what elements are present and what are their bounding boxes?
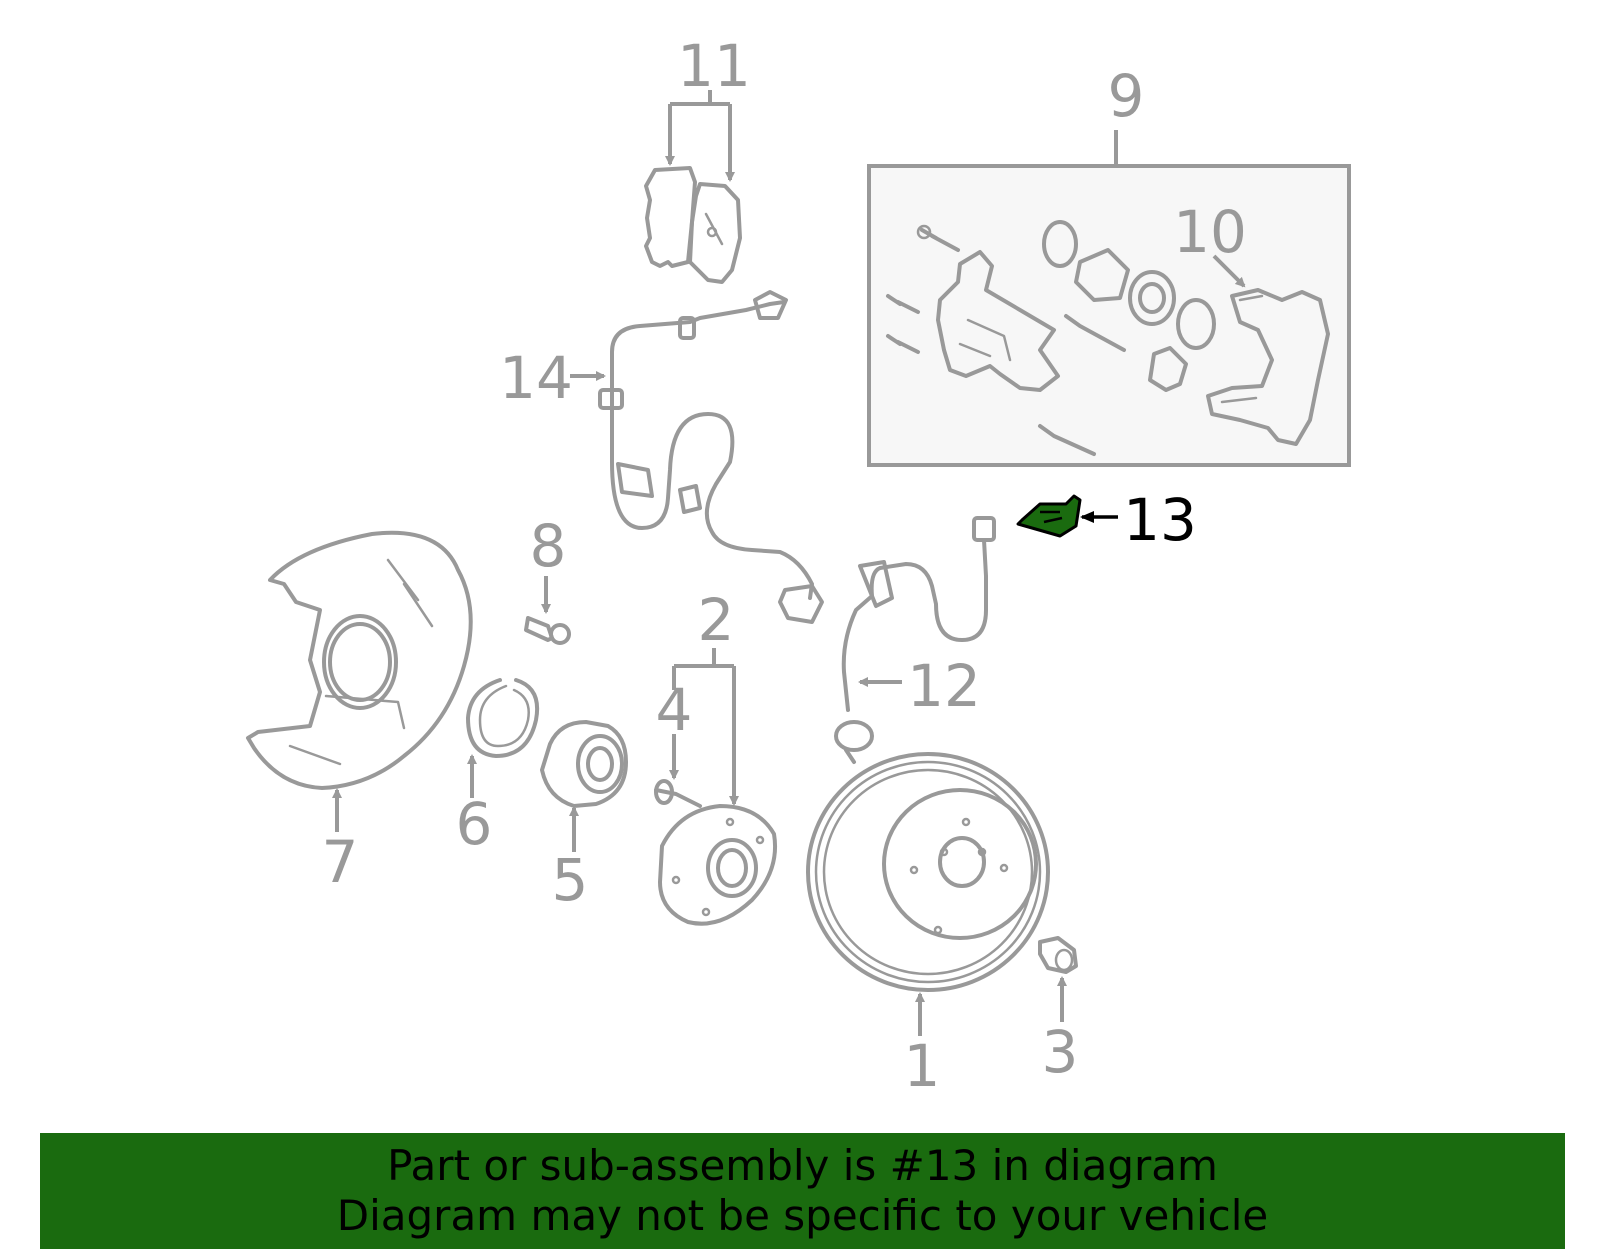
bolt-part-8 <box>524 616 571 645</box>
callout-1: 1 <box>904 1032 941 1100</box>
brake-pads-part <box>644 166 742 284</box>
brake-hose-part <box>834 516 996 764</box>
dust-shield-part <box>246 530 473 790</box>
callout-11: 11 <box>677 32 751 100</box>
callout-7: 7 <box>322 828 359 896</box>
snap-ring-part <box>466 678 539 758</box>
hub-bolt-part <box>654 779 702 808</box>
callout-12: 12 <box>907 652 981 720</box>
callout-10: 10 <box>1173 198 1247 266</box>
caliper-assembly-box <box>867 130 1351 467</box>
callout-13: 13 <box>1123 486 1197 554</box>
leader-lines <box>332 90 1067 1036</box>
callout-6: 6 <box>456 790 493 858</box>
callout-14: 14 <box>499 344 573 412</box>
banner-line-2: Diagram may not be specific to your vehi… <box>336 1191 1269 1240</box>
hub-part <box>658 804 777 926</box>
sensor-wire-part <box>598 290 824 624</box>
highlighted-clip-part-13 <box>1016 494 1118 538</box>
banner-line-1: Part or sub-assembly is #13 in diagram <box>387 1141 1218 1190</box>
callout-2: 2 <box>698 586 735 654</box>
bearing-part <box>540 720 628 808</box>
callout-5: 5 <box>552 846 589 914</box>
info-banner: Part or sub-assembly is #13 in diagram D… <box>40 1133 1565 1249</box>
lug-nut-part <box>1038 936 1078 974</box>
callout-3: 3 <box>1042 1018 1079 1086</box>
callout-8: 8 <box>530 512 567 580</box>
rotor-part <box>806 752 1050 992</box>
callout-4: 4 <box>656 676 693 744</box>
callout-9: 9 <box>1108 62 1145 130</box>
